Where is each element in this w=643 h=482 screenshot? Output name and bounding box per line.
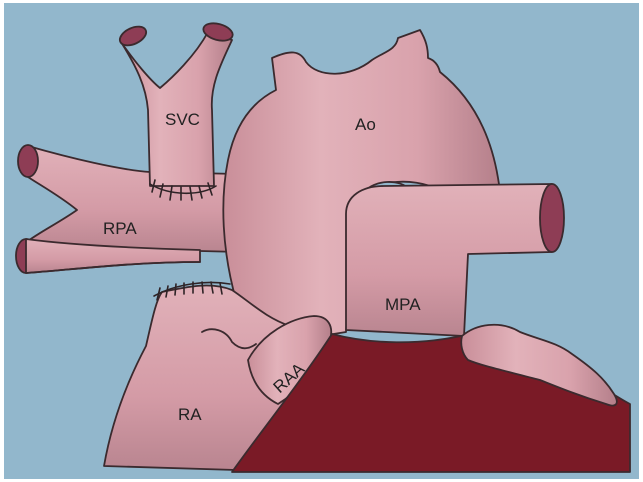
label-ao: Ao xyxy=(355,115,376,134)
label-svc: SVC xyxy=(165,110,200,129)
rpa-upper-opening xyxy=(18,145,38,177)
label-mpa: MPA xyxy=(385,295,421,314)
label-ra: RA xyxy=(178,405,202,424)
label-rpa: RPA xyxy=(103,219,137,238)
mpa-opening xyxy=(540,184,564,252)
